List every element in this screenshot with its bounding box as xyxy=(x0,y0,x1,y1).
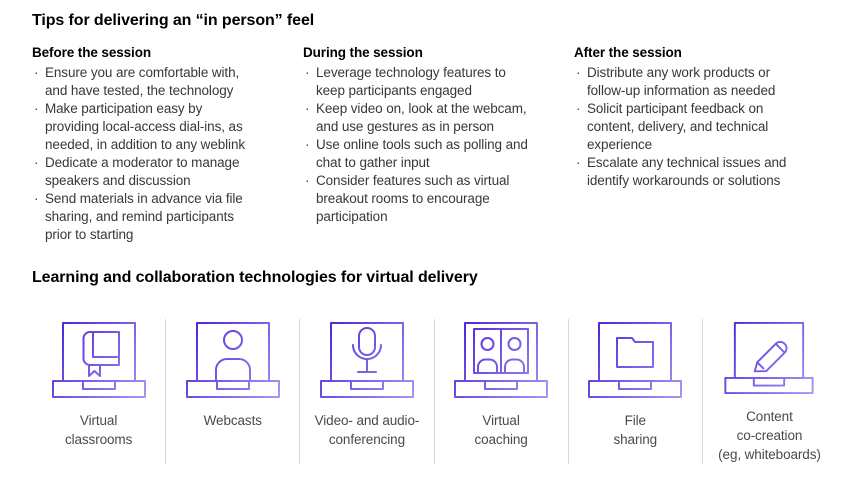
tips-columns: Before the session · Ensure you are comf… xyxy=(32,44,834,244)
tips-section-title: Tips for delivering an “in person” feel xyxy=(32,12,315,29)
bullet-item: · Send materials in advance via file sha… xyxy=(32,190,292,244)
tech-item-virtual-classrooms: Virtual classrooms xyxy=(32,319,165,464)
laptop-person-icon xyxy=(185,322,280,398)
bullet-text: Ensure you are comfortable with, and hav… xyxy=(45,65,240,98)
technologies-row: Virtual classrooms Webcasts xyxy=(32,319,836,464)
tech-item-video-audio-conferencing: Video- and audio- conferencing xyxy=(299,319,433,464)
bullet-text: Consider features such as virtual breako… xyxy=(316,173,510,224)
laptop-pencil-icon xyxy=(724,321,815,395)
tech-item-label: File sharing xyxy=(613,413,658,447)
tech-item-virtual-coaching: Virtual coaching xyxy=(433,319,568,464)
bullet-item: · Leverage technology features to keep p… xyxy=(303,64,563,100)
bullet-marker: · xyxy=(34,65,39,80)
bullet-text: Solicit participant feedback on content,… xyxy=(587,101,769,152)
tech-item-content-co-creation: Content co-creation (eg, whiteboards) xyxy=(701,319,836,464)
bullet-item: · Solicit participant feedback on conten… xyxy=(574,100,834,154)
bullet-item: · Escalate any technical issues and iden… xyxy=(574,154,834,190)
bullet-marker: · xyxy=(305,101,310,116)
bullet-item: · Dedicate a moderator to manage speaker… xyxy=(32,154,292,190)
bullet-text: Leverage technology features to keep par… xyxy=(316,65,506,98)
column-heading: Before the session xyxy=(32,45,151,60)
bullet-list: · Leverage technology features to keep p… xyxy=(303,64,563,226)
bullet-text: Distribute any work products or follow-u… xyxy=(587,65,776,98)
bullet-text: Make participation easy by providing loc… xyxy=(45,101,245,152)
technologies-section-title: Learning and collaboration technologies … xyxy=(32,269,478,286)
bullet-item: · Make participation easy by providing l… xyxy=(32,100,292,154)
bullet-text: Dedicate a moderator to manage speakers … xyxy=(45,155,240,188)
tech-item-label: Video- and audio- conferencing xyxy=(314,413,420,447)
bullet-marker: · xyxy=(34,155,39,170)
bullet-marker: · xyxy=(576,101,581,116)
column-heading: After the session xyxy=(574,45,682,60)
bullet-marker: · xyxy=(34,101,39,116)
bullet-marker: · xyxy=(576,65,581,80)
bullet-item: · Ensure you are comfortable with, and h… xyxy=(32,64,292,100)
bullet-list: · Ensure you are comfortable with, and h… xyxy=(32,64,292,244)
laptop-split-people-icon xyxy=(454,322,549,398)
tech-item-label: Webcasts xyxy=(203,413,262,428)
tech-item-label: Virtual classrooms xyxy=(64,413,133,447)
tech-item-file-sharing: File sharing xyxy=(567,319,702,464)
bullet-item: · Use online tools such as polling and c… xyxy=(303,136,563,172)
bullet-marker: · xyxy=(305,173,310,188)
laptop-book-icon xyxy=(51,322,146,398)
column-after-session: After the session · Distribute any work … xyxy=(574,44,834,244)
bullet-marker: · xyxy=(34,191,39,206)
bullet-text: Escalate any technical issues and identi… xyxy=(587,155,787,188)
column-before-session: Before the session · Ensure you are comf… xyxy=(32,44,292,244)
tech-item-label: Virtual coaching xyxy=(474,413,528,447)
bullet-item: · Distribute any work products or follow… xyxy=(574,64,834,100)
bullet-item: · Keep video on, look at the webcam, and… xyxy=(303,100,563,136)
bullet-item: · Consider features such as virtual brea… xyxy=(303,172,563,226)
column-during-session: During the session · Leverage technology… xyxy=(303,44,563,244)
bullet-text: Use online tools such as polling and cha… xyxy=(316,137,528,170)
bullet-marker: · xyxy=(305,137,310,152)
tech-item-label: Content co-creation (eg, whiteboards) xyxy=(718,409,821,462)
bullet-marker: · xyxy=(576,155,581,170)
bullet-text: Keep video on, look at the webcam, and u… xyxy=(316,101,527,134)
laptop-microphone-icon xyxy=(319,322,414,398)
laptop-folder-icon xyxy=(588,322,683,398)
tech-item-webcasts: Webcasts xyxy=(165,319,299,464)
bullet-marker: · xyxy=(305,65,310,80)
bullet-list: · Distribute any work products or follow… xyxy=(574,64,834,190)
bullet-text: Send materials in advance via file shari… xyxy=(45,191,243,242)
column-heading: During the session xyxy=(303,45,423,60)
